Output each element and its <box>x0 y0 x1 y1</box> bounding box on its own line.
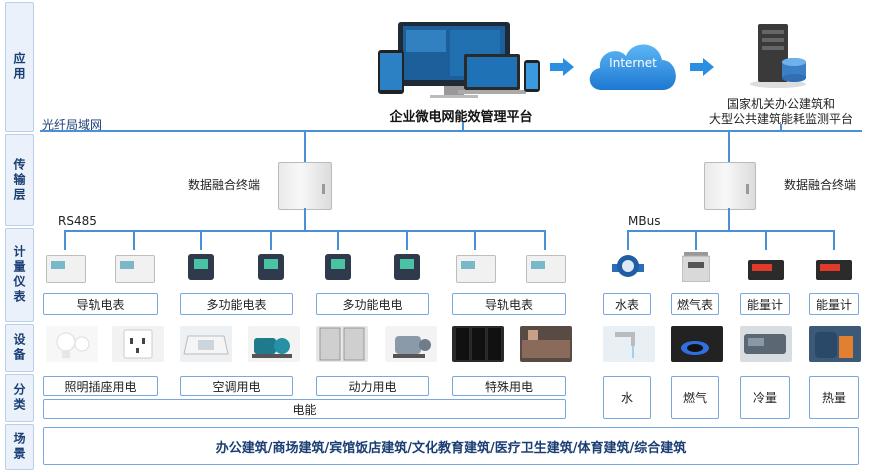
data-terminal-left <box>278 162 332 210</box>
layer-category-label: 分类 <box>5 374 34 422</box>
category-special: 特殊用电 <box>452 376 566 396</box>
meter-label-multifunction-1: 多功能电表 <box>180 293 293 315</box>
rail-meter-icon <box>526 255 566 283</box>
multifunction-meter-icon <box>394 254 420 280</box>
multifunction-meter-icon <box>325 254 351 280</box>
server-database-icon <box>748 22 810 88</box>
mbus-label: MBus <box>628 214 661 228</box>
socket-image <box>112 326 164 362</box>
category-gas: 燃气 <box>671 376 719 419</box>
rs485-label: RS485 <box>58 214 97 228</box>
rs485-bus-line <box>64 230 546 232</box>
gov-platform-label-line1: 国家机关办公建筑和 <box>726 97 835 111</box>
meter-label-energy-2: 能量计 <box>809 293 859 315</box>
fiber-lan-label: 光纤局域网 <box>42 118 103 132</box>
layer-transmission-label: 传输层 <box>5 134 34 226</box>
water-meter-icon <box>612 252 644 286</box>
data-terminal-right <box>704 162 756 210</box>
machine-room-image <box>520 326 572 362</box>
boiler-image <box>809 326 861 362</box>
faucet-image <box>603 326 655 362</box>
scene-buildings: 办公建筑/商场建筑/宾馆饭店建筑/文化教育建筑/医疗卫生建筑/体育建筑/综合建筑 <box>43 427 859 465</box>
server-rack-image <box>452 326 504 362</box>
multifunction-meter-icon <box>258 254 284 280</box>
category-lighting: 照明插座用电 <box>43 376 158 396</box>
ceiling-ac-image <box>180 326 232 362</box>
platform-devices-image <box>378 20 544 100</box>
cloud-icon <box>584 36 682 94</box>
chiller-image <box>740 326 792 362</box>
meter-label-energy-1: 能量计 <box>740 293 790 315</box>
electric-cabinet-image <box>316 326 368 362</box>
meter-label-rail-2: 导轨电表 <box>452 293 566 315</box>
category-cooling: 冷量 <box>740 376 790 419</box>
water-pump-image <box>248 326 300 362</box>
meter-label-water: 水表 <box>603 293 651 315</box>
category-electric: 电能 <box>43 399 566 419</box>
fiber-lan-line <box>40 130 862 132</box>
internet-label: Internet <box>609 56 657 70</box>
rail-meter-icon <box>115 255 155 283</box>
light-bulb-image <box>46 326 98 362</box>
platform-title: 企业微电网能效管理平台 <box>389 110 533 125</box>
rail-meter-icon <box>456 255 496 283</box>
meter-label-multifunction-2: 多功能电电 <box>316 293 429 315</box>
gas-stove-image <box>671 326 723 362</box>
category-water: 水 <box>603 376 651 419</box>
meter-label-rail-1: 导轨电表 <box>43 293 158 315</box>
terminal-left-label: 数据融合终端 <box>188 178 261 192</box>
arrow-right-icon <box>550 58 574 80</box>
meter-label-gas: 燃气表 <box>671 293 719 315</box>
category-ac: 空调用电 <box>180 376 293 396</box>
energy-meter-icon <box>748 260 784 284</box>
gov-platform-label-line2: 大型公共建筑能耗监测平台 <box>708 112 853 126</box>
layer-application-label: 应用 <box>5 2 34 132</box>
motor-image <box>385 326 437 362</box>
gas-meter-icon <box>681 252 711 286</box>
layer-meter-label: 计量仪表 <box>5 228 34 322</box>
energy-meter-icon <box>816 260 852 284</box>
layer-scene-label: 场景 <box>5 424 34 470</box>
terminal-right-label: 数据融合终端 <box>784 178 857 192</box>
mbus-line <box>627 230 835 232</box>
category-heat: 热量 <box>809 376 859 419</box>
layer-device-label: 设备 <box>5 324 34 372</box>
arrow-right-icon <box>690 58 714 80</box>
rail-meter-icon <box>46 255 86 283</box>
category-power: 动力用电 <box>316 376 429 396</box>
multifunction-meter-icon <box>188 254 214 280</box>
